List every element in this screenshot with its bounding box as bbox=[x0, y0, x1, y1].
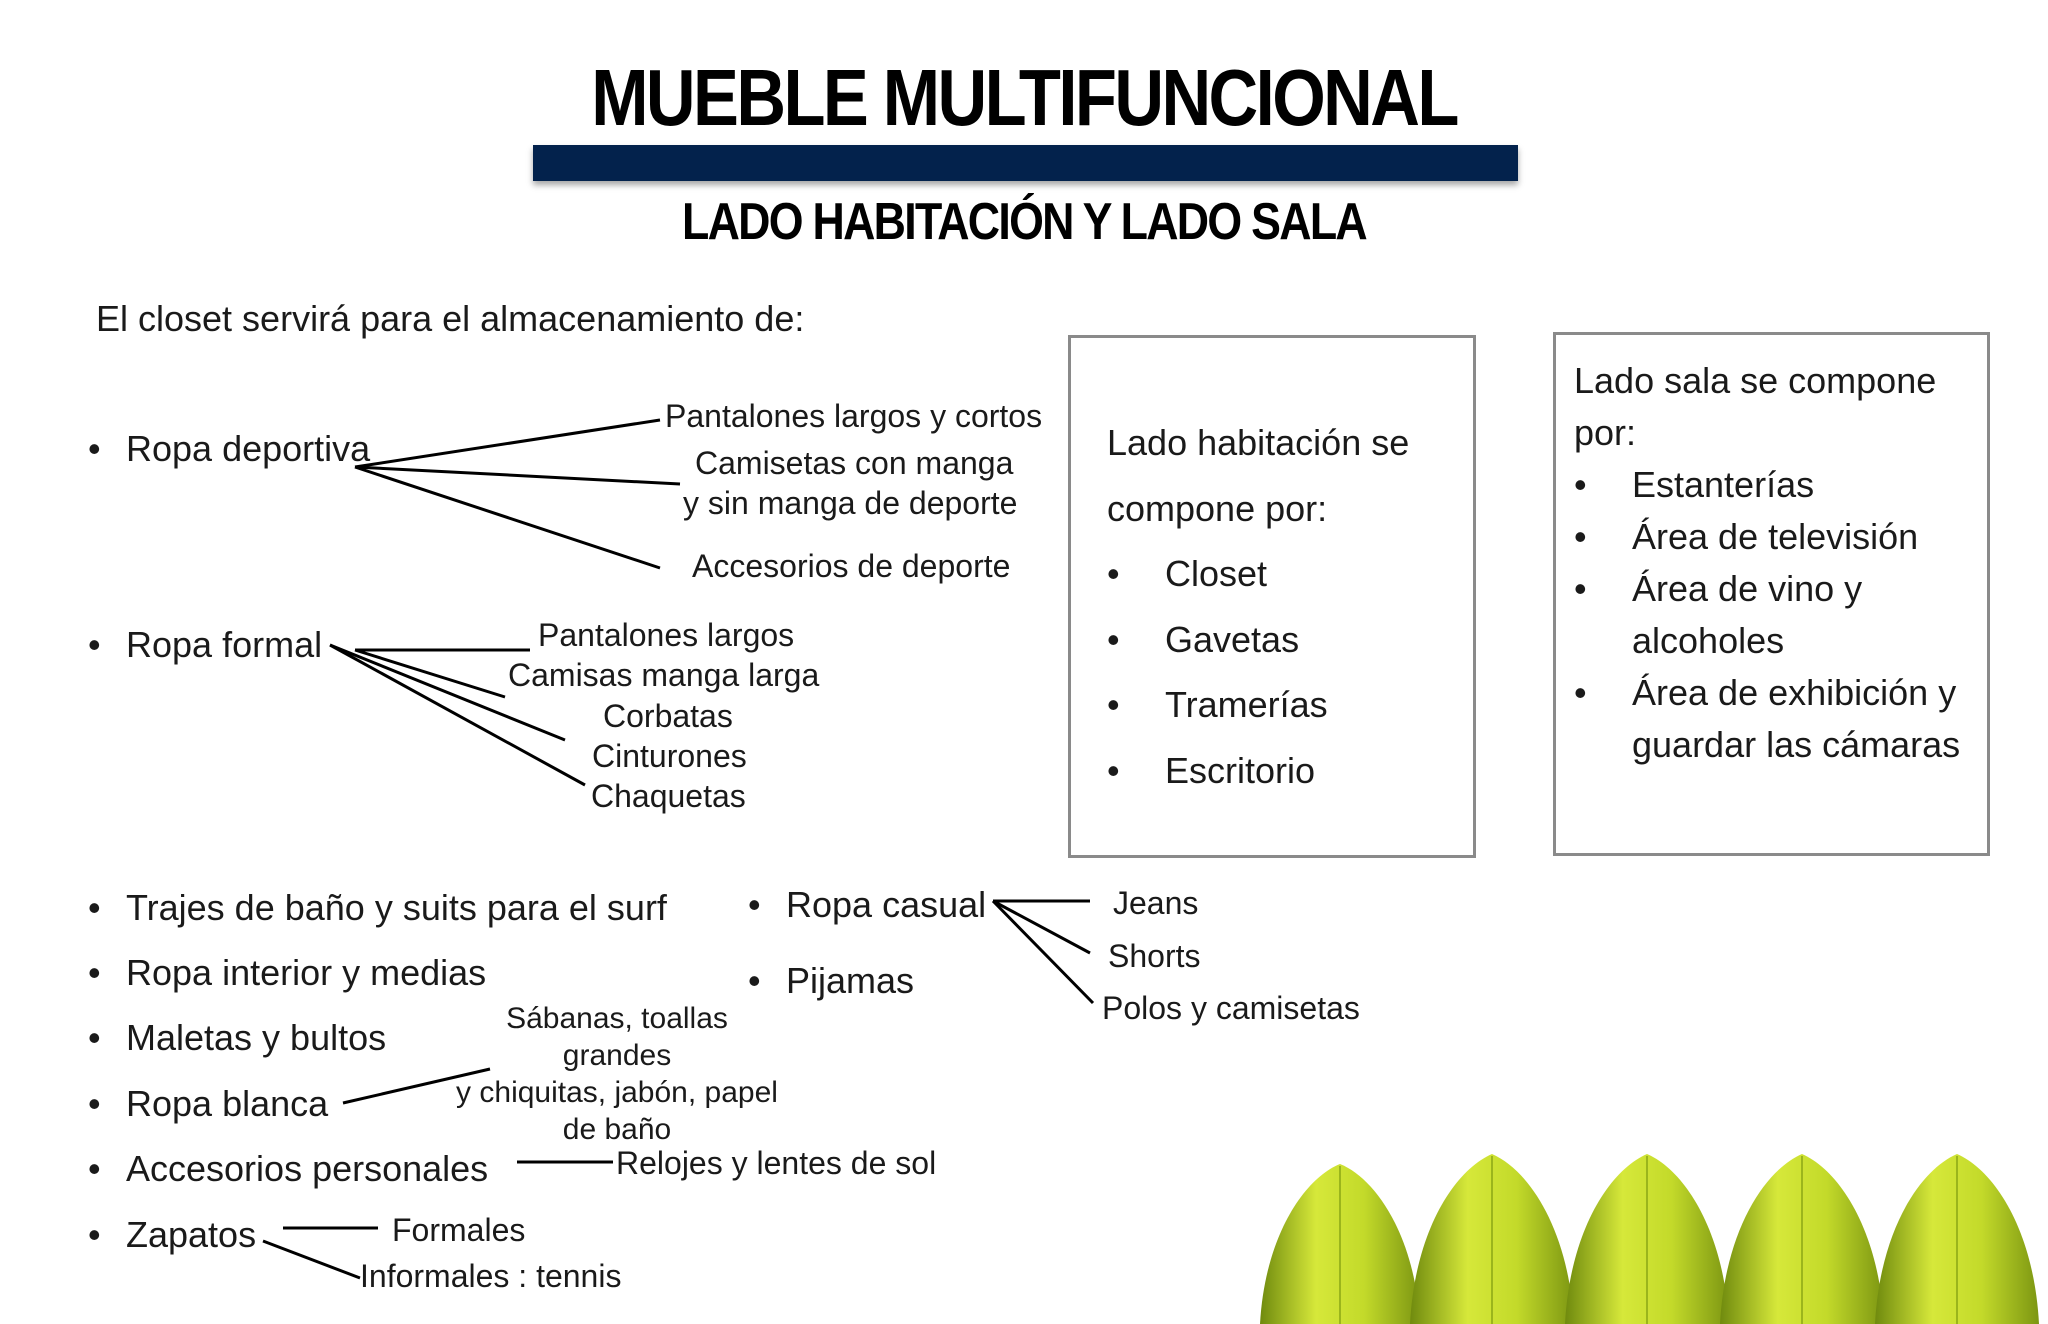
habitacion-item: Gavetas bbox=[1107, 607, 1453, 673]
habitacion-item: Closet bbox=[1107, 541, 1453, 607]
formal-item: Camisas manga larga bbox=[508, 657, 820, 693]
bullet-ropa-deportiva: Ropa deportiva bbox=[88, 428, 370, 470]
habitacion-list: Closet Gavetas Tramerías Escritorio bbox=[1107, 541, 1453, 803]
surfboard-icon bbox=[1410, 1154, 1574, 1324]
formal-item: Pantalones largos bbox=[538, 617, 795, 653]
bullet-ropa-casual: Ropa casual bbox=[748, 884, 986, 926]
surfboard-icon bbox=[1260, 1164, 1420, 1324]
surfboard-icon bbox=[1565, 1154, 1729, 1324]
bullet-accesorios-personales: Accesorios personales bbox=[88, 1148, 488, 1190]
sala-item: Estanterías bbox=[1574, 459, 1971, 511]
deportiva-item: Camisetas con manga bbox=[695, 445, 1014, 481]
bullet-zapatos: Zapatos bbox=[88, 1214, 256, 1256]
formal-item: Chaquetas bbox=[591, 778, 746, 814]
bullet-trajes-de-bano: Trajes de baño y suits para el surf bbox=[88, 887, 667, 929]
formal-item: Cinturones bbox=[592, 738, 747, 774]
accesorios-detail: Relojes y lentes de sol bbox=[616, 1145, 937, 1181]
bullet-pijamas: Pijamas bbox=[748, 960, 914, 1002]
deportiva-item: Pantalones largos y cortos bbox=[665, 398, 1043, 434]
surfboard-icon bbox=[1720, 1154, 1884, 1324]
habitacion-item: Tramerías bbox=[1107, 672, 1453, 738]
habitacion-item: Escritorio bbox=[1107, 738, 1453, 804]
habitacion-box: Lado habitación se compone por: Closet G… bbox=[1068, 335, 1476, 858]
zapatos-formales: Formales bbox=[392, 1212, 526, 1248]
intro-text: El closet servirá para el almacenamiento… bbox=[96, 298, 805, 339]
casual-item: Shorts bbox=[1108, 938, 1201, 974]
deportiva-item: Accesorios de deporte bbox=[692, 548, 1011, 584]
sala-list: Estanterías Área de televisión Área de v… bbox=[1574, 459, 1971, 771]
zapatos-informales: Informales : tennis bbox=[360, 1258, 622, 1294]
title-underline-bar bbox=[533, 145, 1518, 181]
casual-item: Jeans bbox=[1113, 885, 1199, 921]
sala-item: Área de televisión bbox=[1574, 511, 1971, 563]
page-subtitle: LADO HABITACIÓN Y LADO SALA bbox=[682, 193, 1368, 251]
bullet-ropa-formal: Ropa formal bbox=[88, 624, 322, 666]
sala-heading: por: bbox=[1574, 412, 1637, 453]
sala-item: Área de exhibición y guardar las cámaras bbox=[1574, 667, 1971, 771]
habitacion-heading: Lado habitación se bbox=[1107, 422, 1410, 463]
bullet-maletas: Maletas y bultos bbox=[88, 1017, 386, 1059]
bullet-ropa-blanca: Ropa blanca bbox=[88, 1083, 328, 1125]
formal-item: Corbatas bbox=[603, 698, 733, 734]
sala-box: Lado sala se compone por: Estanterías Ár… bbox=[1553, 332, 1990, 856]
page-title: MUEBLE MULTIFUNCIONAL bbox=[591, 53, 1459, 142]
surfboard-icon bbox=[1875, 1154, 2039, 1324]
habitacion-heading: compone por: bbox=[1107, 487, 1328, 529]
decorative-surfboards bbox=[1260, 1154, 2039, 1324]
ropa-blanca-detail: Sábanas, toallas grandes y chiquitas, ja… bbox=[456, 1002, 778, 1146]
sala-item: Área de vino y alcoholes bbox=[1574, 563, 1971, 667]
sala-heading: Lado sala se compone bbox=[1574, 360, 1937, 401]
deportiva-item: y sin manga de deporte bbox=[683, 485, 1018, 521]
casual-item: Polos y camisetas bbox=[1102, 990, 1360, 1026]
bullet-ropa-interior: Ropa interior y medias bbox=[88, 952, 486, 994]
